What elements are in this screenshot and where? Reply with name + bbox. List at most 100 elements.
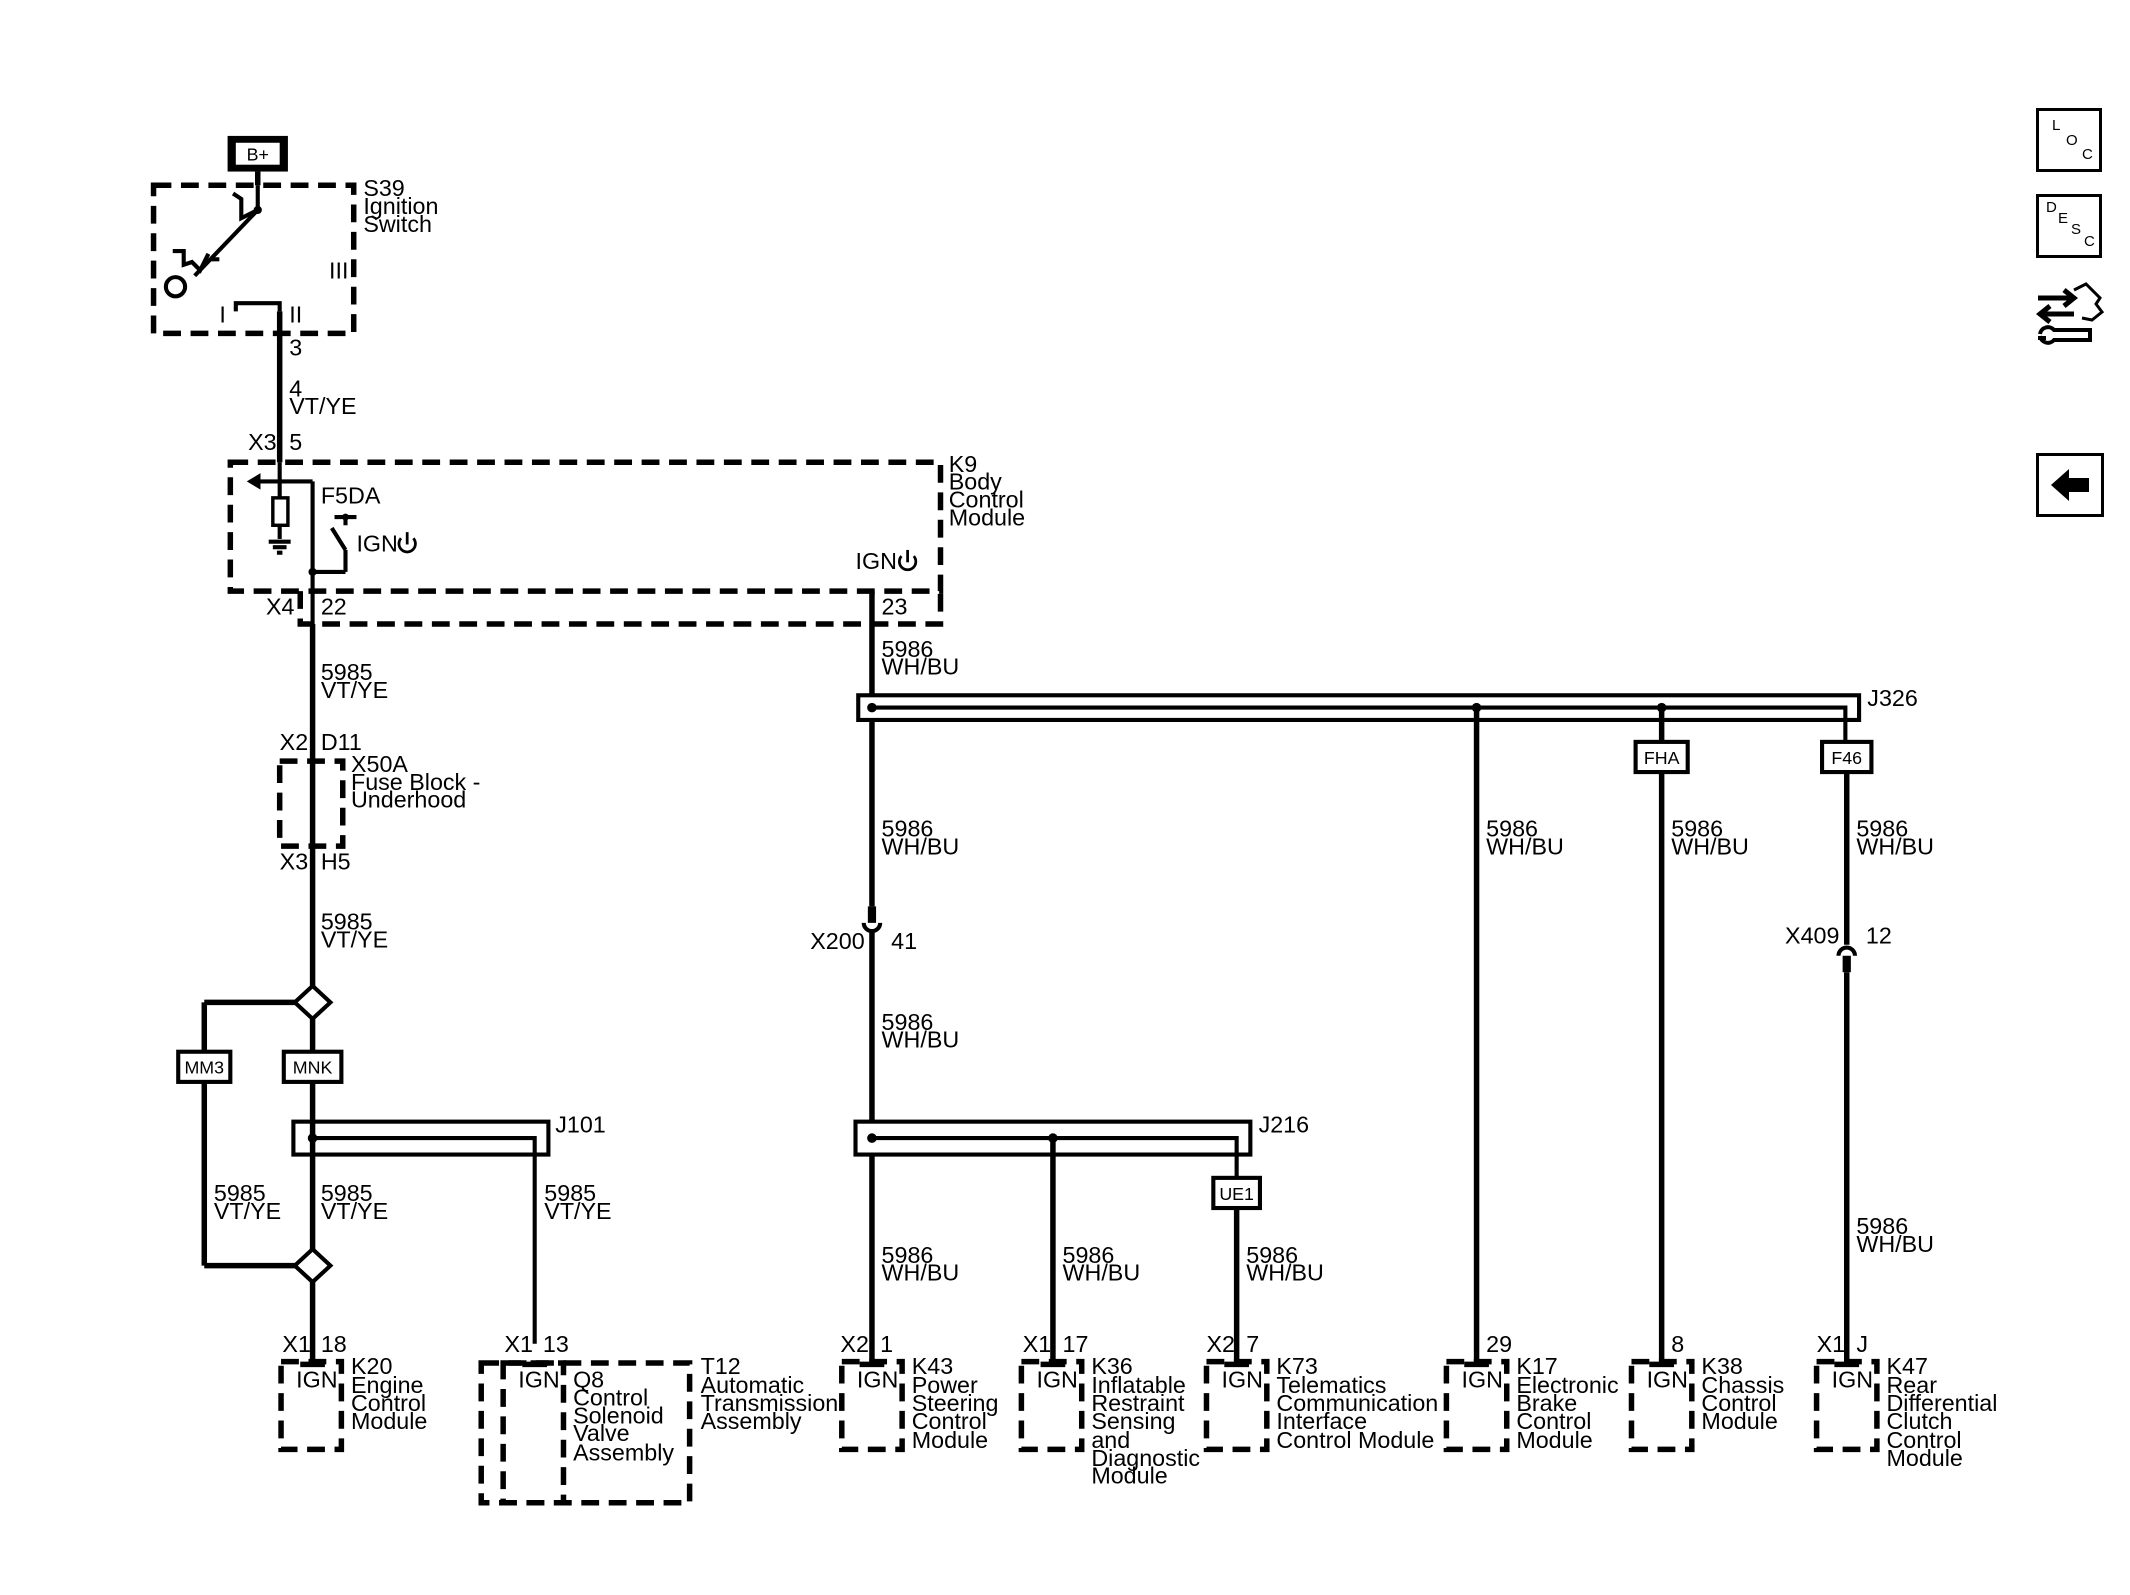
- t12-automatic-transmission-assembly: [478, 1360, 693, 1506]
- connector-repair-button[interactable]: [2034, 278, 2108, 352]
- x50a-pin-d11: D11: [321, 729, 362, 755]
- svg-text:5986: 5986: [1671, 815, 1723, 841]
- svg-text:K73: K73: [1276, 1353, 1317, 1379]
- svg-text:F46: F46: [1831, 748, 1862, 768]
- desc-button[interactable]: D E S C: [2036, 194, 2102, 258]
- x200-conn: X200: [810, 928, 864, 954]
- q8-conn: X1: [505, 1331, 534, 1357]
- svg-text:5985: 5985: [321, 1180, 373, 1206]
- svg-text:Module: Module: [912, 1427, 988, 1453]
- k9-ign-left: IGN: [356, 530, 397, 556]
- svg-text:5986: 5986: [1856, 815, 1908, 841]
- svg-text:WH/BU: WH/BU: [1671, 833, 1749, 859]
- k43-conn: X2: [840, 1331, 868, 1357]
- x50a-conn-x3: X3: [280, 848, 309, 874]
- k47-conn: X1: [1817, 1331, 1846, 1357]
- wire-5986-label: 5986 WH/BU: [882, 1242, 960, 1286]
- svg-text:Switch: Switch: [363, 211, 432, 237]
- k9-connector-outline: [297, 591, 944, 627]
- x409-pin: 12: [1866, 922, 1892, 948]
- svg-text:K47: K47: [1886, 1353, 1927, 1379]
- wire-5986-label: 5986 WH/BU: [1856, 1213, 1934, 1257]
- svg-text:Control: Control: [1886, 1427, 1961, 1453]
- s39-pos-I: I: [219, 301, 225, 327]
- k36-label: K36 Inflatable Restraint Sensing and Dia…: [1091, 1353, 1200, 1489]
- svg-text:Body: Body: [949, 469, 1002, 495]
- svg-text:Electronic: Electronic: [1516, 1372, 1619, 1398]
- back-button[interactable]: [2036, 453, 2104, 517]
- svg-text:WH/BU: WH/BU: [882, 1027, 960, 1053]
- splice-j326-label: J326: [1867, 685, 1918, 711]
- k47-pin: J: [1856, 1331, 1868, 1357]
- svg-text:T12: T12: [701, 1353, 741, 1379]
- q8-label: Q8 Control Solenoid Valve Assembly: [573, 1367, 674, 1466]
- svg-text:Clutch: Clutch: [1886, 1408, 1952, 1434]
- wire-5985-label: 5985 VT/YE: [321, 909, 388, 953]
- svg-text:WH/BU: WH/BU: [1856, 833, 1934, 859]
- k47-label: K47 Rear Differential Clutch Control Mod…: [1886, 1353, 1997, 1471]
- svg-text:WH/BU: WH/BU: [1246, 1260, 1324, 1286]
- svg-text:X50A: X50A: [351, 751, 408, 777]
- svg-text:Brake: Brake: [1516, 1390, 1577, 1416]
- svg-text:5985: 5985: [321, 659, 373, 685]
- k73-pin: 7: [1246, 1331, 1259, 1357]
- q8-pin: 13: [543, 1331, 569, 1357]
- k9-pin-5: 5: [289, 429, 302, 455]
- svg-text:Ignition: Ignition: [363, 193, 438, 219]
- k9-label: K9 Body Control Module: [949, 451, 1025, 530]
- splice-diamond: [291, 983, 334, 1022]
- wire-5986-label: 5986 WH/BU: [882, 1009, 960, 1053]
- svg-text:S39: S39: [363, 175, 404, 201]
- wire-5986-label: 5986 WH/BU: [1486, 815, 1564, 859]
- svg-text:VT/YE: VT/YE: [214, 1198, 281, 1224]
- loc-button[interactable]: L O C: [2036, 108, 2102, 172]
- svg-text:Interface: Interface: [1276, 1408, 1367, 1434]
- svg-text:5985: 5985: [544, 1180, 596, 1206]
- svg-text:5986: 5986: [882, 636, 934, 662]
- wire-4-label: 4 VT/YE: [289, 375, 356, 419]
- svg-text:MNK: MNK: [293, 1058, 333, 1078]
- k9-internal-circuit: [246, 462, 357, 624]
- svg-text:WH/BU: WH/BU: [1486, 833, 1564, 859]
- svg-text:Module: Module: [351, 1408, 427, 1434]
- svg-text:VT/YE: VT/YE: [544, 1198, 611, 1224]
- s39-label: S39 Ignition Switch: [363, 175, 438, 237]
- s39-pin-3: 3: [289, 334, 302, 360]
- svg-text:4: 4: [289, 375, 302, 401]
- svg-text:WH/BU: WH/BU: [1063, 1260, 1141, 1286]
- svg-text:Control: Control: [351, 1390, 426, 1416]
- wire-5986-label: 5986 WH/BU: [1063, 1242, 1141, 1286]
- s39-pos-II: II: [289, 301, 302, 327]
- svg-text:K43: K43: [912, 1353, 953, 1379]
- svg-text:Automatic: Automatic: [701, 1372, 805, 1398]
- splice-pack-mnk: [281, 1049, 344, 1084]
- splice-j101-label: J101: [555, 1112, 606, 1138]
- wire-5985-label: 5985 VT/YE: [321, 659, 388, 703]
- svg-text:Inflatable: Inflatable: [1091, 1372, 1186, 1398]
- svg-text:K36: K36: [1091, 1353, 1132, 1379]
- s39-switch-symbol: [163, 185, 282, 312]
- wire-5986-label: 5986 WH/BU: [882, 636, 960, 680]
- power-icon: [898, 549, 918, 572]
- x200-pin: 41: [891, 928, 917, 954]
- svg-text:K17: K17: [1516, 1353, 1557, 1379]
- svg-text:Assembly: Assembly: [573, 1439, 674, 1465]
- svg-text:5986: 5986: [1063, 1242, 1115, 1268]
- k38-pin: 8: [1671, 1331, 1684, 1357]
- svg-text:Control: Control: [1516, 1408, 1591, 1434]
- svg-text:Transmission: Transmission: [701, 1390, 839, 1416]
- svg-text:5986: 5986: [882, 1242, 934, 1268]
- x50a-conn-x2: X2: [280, 729, 309, 755]
- svg-text:Chassis: Chassis: [1701, 1372, 1784, 1398]
- k38-ign: IGN: [1647, 1367, 1688, 1393]
- svg-text:Module: Module: [949, 504, 1025, 530]
- svg-text:K20: K20: [351, 1353, 392, 1379]
- q8-ign: IGN: [518, 1367, 559, 1393]
- connector-x200: [861, 906, 883, 934]
- wire-5986-label: 5986 WH/BU: [1856, 815, 1934, 859]
- svg-text:Module: Module: [1091, 1463, 1167, 1489]
- k9-conn-x4: X4: [266, 593, 295, 619]
- svg-text:Q8: Q8: [573, 1367, 604, 1393]
- svg-text:Control: Control: [573, 1384, 648, 1410]
